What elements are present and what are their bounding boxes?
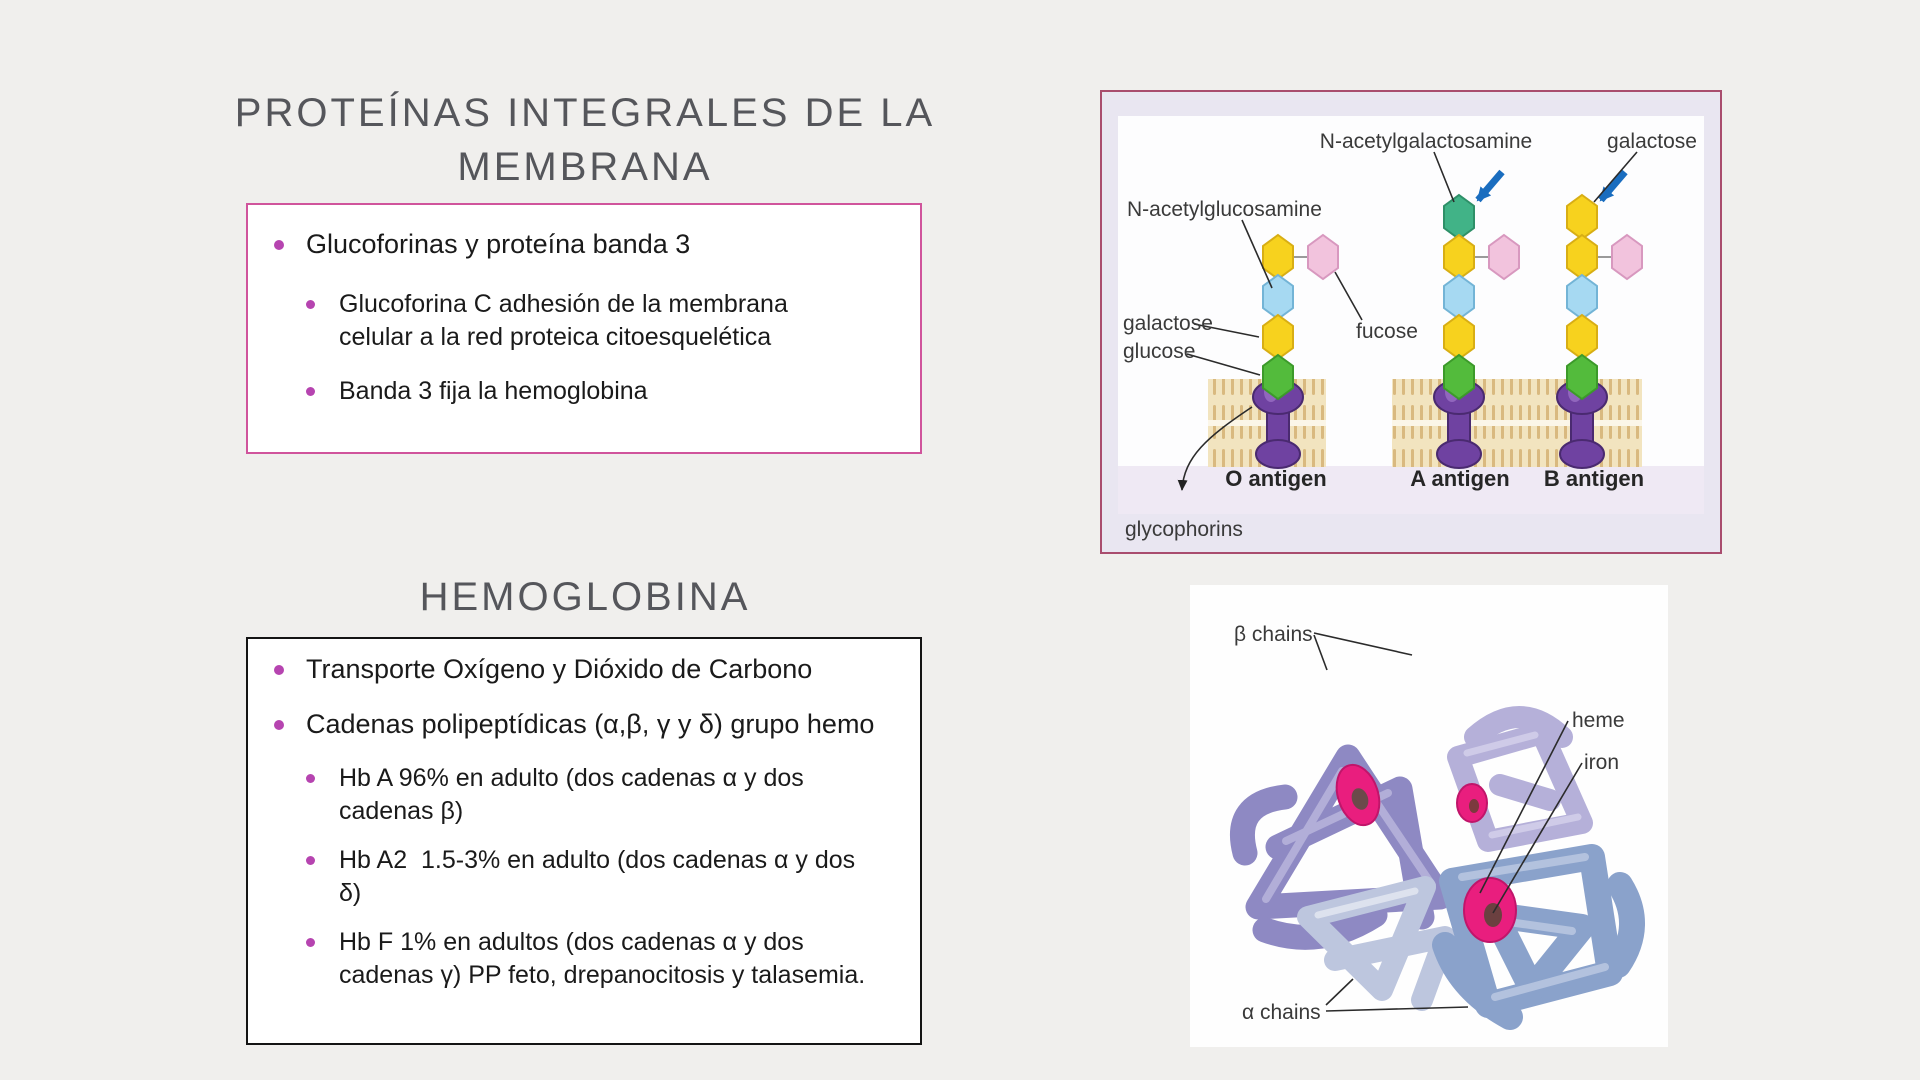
page-title: PROTEÍNAS INTEGRALES DE LA MEMBRANA — [234, 91, 936, 189]
figure-label: glycophorins — [1125, 518, 1243, 541]
bullet-text: Hb A2 1.5-3% en adulto (dos cadenas α y … — [339, 846, 863, 907]
bullet-text: Hb A 96% en adulto (dos cadenas α y dos … — [339, 764, 811, 825]
figure-label: galactose — [1123, 312, 1213, 335]
arrow-icon — [1475, 169, 1505, 203]
figure-label: β chains — [1234, 623, 1313, 646]
list-item: Banda 3 fija la hemoglobina — [248, 375, 920, 408]
figure-label: B antigen — [1544, 466, 1644, 491]
list-item: Cadenas polipeptídicas (α,β, γ y δ) grup… — [248, 707, 920, 742]
bullet-icon — [306, 300, 315, 310]
list-item: Transporte Oxígeno y Dióxido de Carbono — [248, 652, 920, 687]
bullet-icon — [274, 665, 284, 675]
a-antigen-glycan — [1443, 193, 1520, 401]
figure-label: iron — [1584, 751, 1619, 774]
figure-label: O antigen — [1225, 466, 1326, 491]
figure-label: fucose — [1356, 320, 1418, 343]
bullet-text: Cadenas polipeptídicas (α,β, γ y δ) grup… — [306, 709, 875, 740]
figure-label: glucose — [1123, 340, 1195, 363]
bullet-icon — [306, 774, 315, 784]
heme-group — [1335, 763, 1381, 827]
figure-label: N-acetylglucosamine — [1127, 198, 1322, 221]
figure-label: galactose — [1607, 130, 1697, 153]
figure-label: N-acetylgalactosamine — [1320, 130, 1532, 153]
bullet-text: Glucoforinas y proteína banda 3 — [306, 229, 691, 259]
arrow-icon — [1598, 169, 1628, 203]
hemoglobin-textbox: Transporte Oxígeno y Dióxido de Carbono … — [246, 637, 922, 1045]
heme-group — [1463, 877, 1517, 943]
list-item: Hb F 1% en adultos (dos cadenas α y dos … — [248, 926, 920, 991]
bullet-icon — [306, 938, 315, 948]
bullet-text: Transporte Oxígeno y Dióxido de Carbono — [306, 654, 813, 684]
figure-label: heme — [1572, 709, 1625, 732]
section-title-hemoglobina: HEMOGLOBINA — [419, 575, 751, 619]
list-item: Hb A2 1.5-3% en adulto (dos cadenas α y … — [248, 844, 920, 909]
membrane-proteins-textbox: Glucoforinas y proteína banda 3 Glucofor… — [246, 203, 922, 454]
bullet-icon — [306, 387, 315, 397]
iron-atom — [1484, 903, 1502, 927]
b-antigen-glycan — [1566, 193, 1643, 401]
list-item: Hb A 96% en adulto (dos cadenas α y dos … — [248, 762, 920, 827]
o-antigen-glycan — [1262, 233, 1339, 401]
abo-antigens-illustration: N-acetylgalactosamine galactose N-acetyl… — [1118, 116, 1704, 541]
bullet-icon — [306, 856, 315, 866]
bullet-icon — [274, 240, 284, 250]
bullet-text: Glucoforina C adhesión de la membrana ce… — [339, 290, 795, 351]
hemoglobin-illustration: β chains heme iron α chains — [1190, 585, 1668, 1047]
bullet-text: Banda 3 fija la hemoglobina — [339, 377, 648, 406]
figure-label: α chains — [1242, 1001, 1321, 1024]
bullet-text: Hb F 1% en adultos (dos cadenas α y dos … — [339, 928, 866, 989]
list-item: Glucoforinas y proteína banda 3 — [248, 227, 920, 262]
abo-antigens-figure: N-acetylgalactosamine galactose N-acetyl… — [1100, 90, 1722, 554]
figure-label: A antigen — [1410, 466, 1509, 491]
bullet-icon — [274, 720, 284, 731]
list-item: Glucoforina C adhesión de la membrana ce… — [248, 288, 920, 353]
hemoglobin-molecule-figure: β chains heme iron α chains — [1190, 585, 1668, 1047]
heme-group — [1456, 783, 1488, 823]
